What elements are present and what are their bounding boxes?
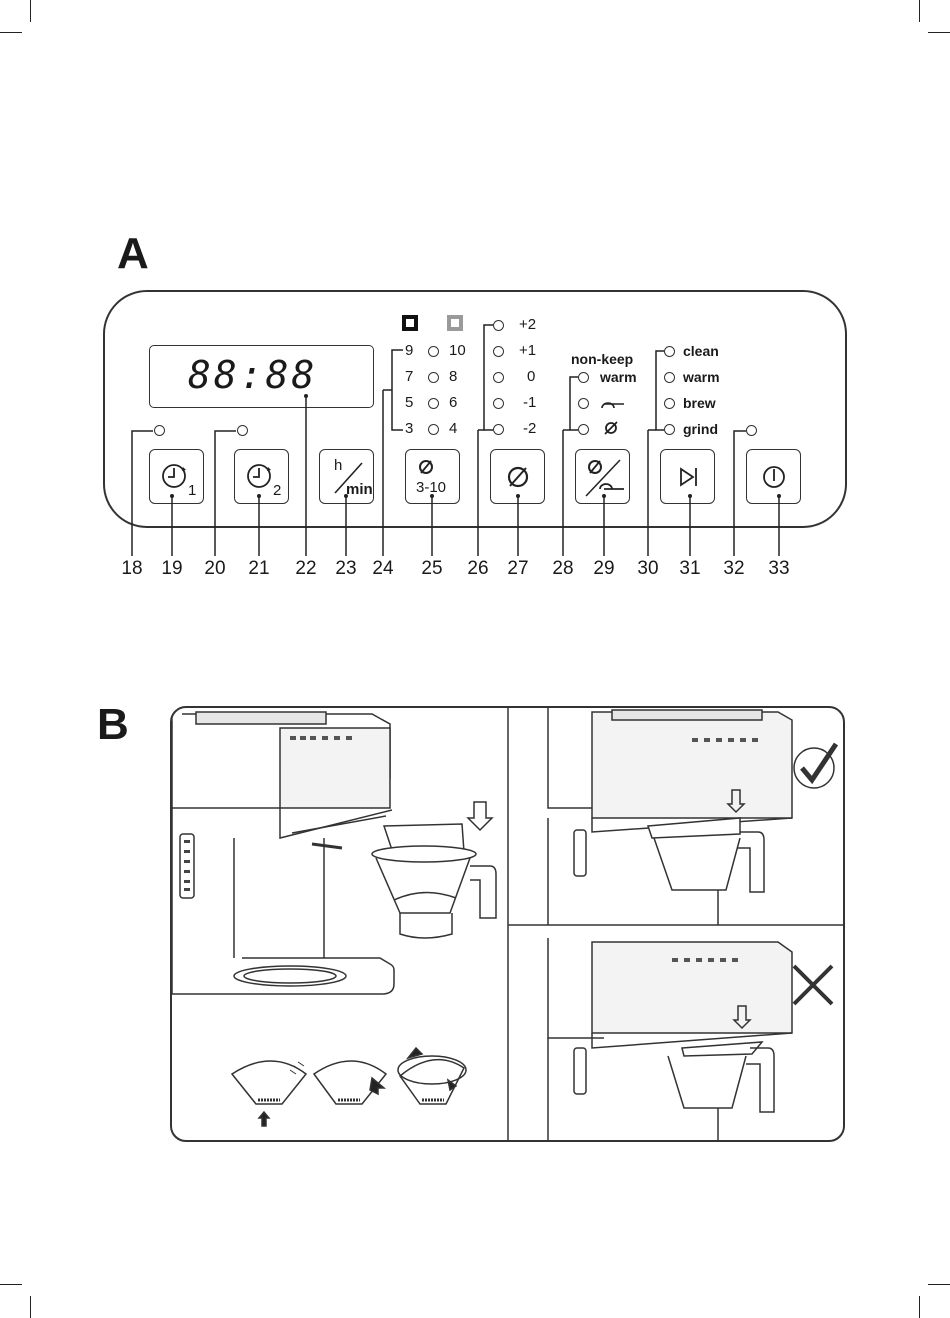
callout-number: 28	[552, 559, 573, 578]
callout-number: 33	[768, 559, 789, 578]
crop-mark	[0, 1284, 22, 1285]
leader-lines	[0, 0, 950, 600]
figure-b-illustration	[172, 708, 845, 1142]
callout-number: 20	[204, 559, 225, 578]
callout-number: 21	[248, 559, 269, 578]
figure-b-letter: B	[97, 703, 129, 747]
bean-symbol-icon	[605, 422, 617, 434]
filter-symbol-icon	[602, 403, 624, 408]
callout-number: 31	[679, 559, 700, 578]
callout-number: 32	[723, 559, 744, 578]
callout-number: 30	[637, 559, 658, 578]
callout-number: 23	[335, 559, 356, 578]
callout-number: 29	[593, 559, 614, 578]
callout-number: 24	[372, 559, 393, 578]
callout-number: 25	[421, 559, 442, 578]
crop-mark	[30, 1296, 31, 1318]
figure-b-frame	[170, 706, 845, 1142]
callout-number: 18	[121, 559, 142, 578]
callout-number: 27	[507, 559, 528, 578]
crop-mark	[928, 1284, 950, 1285]
callout-number: 19	[161, 559, 182, 578]
crop-mark	[919, 1296, 920, 1318]
callout-number: 26	[467, 559, 488, 578]
callout-number: 22	[295, 559, 316, 578]
